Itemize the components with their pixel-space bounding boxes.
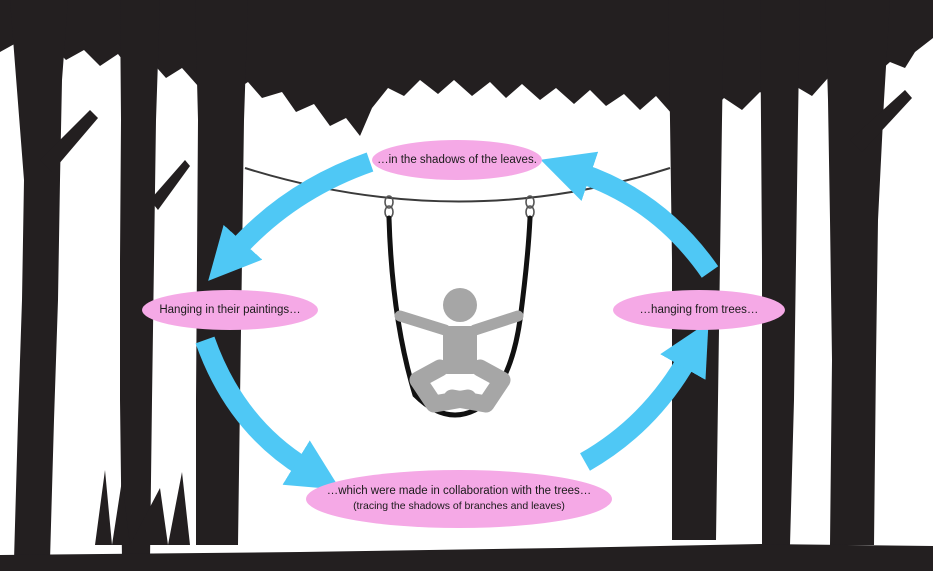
label-bubbles bbox=[142, 140, 785, 528]
bubble-left bbox=[142, 290, 318, 330]
bubble-top bbox=[372, 140, 542, 180]
tree-trunk-3 bbox=[195, 0, 248, 545]
tree-branch-1 bbox=[40, 110, 98, 172]
arrow-left-to-bottom bbox=[195, 336, 341, 490]
cycle-arrows bbox=[195, 151, 719, 490]
tree-trunk-4 bbox=[668, 0, 724, 540]
arrow-top-to-left bbox=[208, 152, 374, 281]
swing-clip-left bbox=[384, 195, 394, 219]
tree-branch-2 bbox=[150, 160, 190, 210]
person-on-swing-icon bbox=[394, 288, 524, 413]
tree-trunk-1 bbox=[10, 0, 68, 560]
tree-branch-3 bbox=[850, 90, 912, 152]
swing-clip-right bbox=[525, 195, 535, 219]
undergrowth bbox=[95, 470, 190, 545]
bubble-right bbox=[613, 290, 785, 330]
tree-trunk-6 bbox=[825, 0, 890, 545]
arrow-bottom-to-right bbox=[580, 321, 709, 471]
tree-trunk-5 bbox=[760, 0, 800, 545]
bubble-bottom bbox=[306, 470, 612, 528]
forest-ground bbox=[0, 544, 933, 571]
arrow-right-to-top bbox=[540, 151, 719, 278]
tree-trunk-2 bbox=[120, 0, 160, 560]
